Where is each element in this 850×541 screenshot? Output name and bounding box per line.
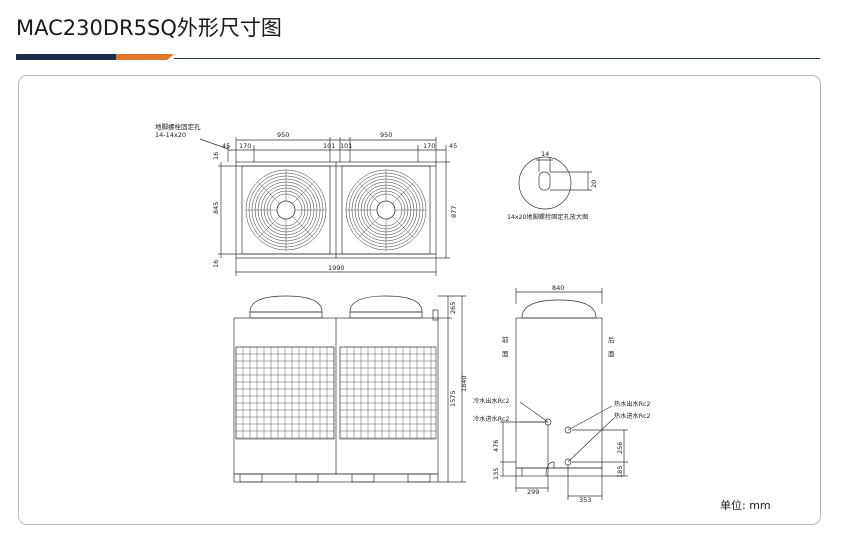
dim-840: 840 bbox=[552, 284, 564, 292]
page-title: MAC230DR5SQ外形尺寸图 bbox=[16, 16, 282, 40]
dim-256: 256 bbox=[616, 442, 624, 454]
side-body bbox=[515, 317, 603, 469]
fan-housing-left bbox=[241, 165, 331, 255]
cap-base-left bbox=[249, 311, 323, 319]
bar-rule-line bbox=[174, 58, 820, 59]
fan-cap-right bbox=[349, 295, 423, 313]
back-label-2: 面 bbox=[608, 350, 615, 358]
bar-navy-segment bbox=[16, 54, 116, 60]
cold-out-label: 冷水出水Rc2 bbox=[473, 397, 509, 405]
slot-hole bbox=[538, 171, 551, 191]
dim-101-a: 101 bbox=[323, 142, 335, 150]
back-label-1: 后 bbox=[608, 335, 615, 344]
dim-299: 299 bbox=[527, 488, 539, 496]
leader-line bbox=[567, 417, 615, 463]
hole-size-label: 14-14x20 bbox=[155, 131, 186, 139]
dim-45-right: 45 bbox=[449, 142, 457, 150]
dim-950-left: 950 bbox=[277, 131, 289, 139]
dim-16-bottom: 16 bbox=[212, 260, 220, 268]
dim-845: 845 bbox=[212, 202, 220, 214]
leader-line bbox=[519, 401, 549, 423]
foot bbox=[351, 473, 375, 483]
side-base bbox=[515, 467, 603, 477]
dim-135: 135 bbox=[492, 468, 500, 480]
dim-1990: 1990 bbox=[328, 264, 345, 272]
side-foot bbox=[521, 461, 555, 477]
front-label-2: 面 bbox=[502, 350, 509, 358]
foot bbox=[407, 473, 431, 483]
hot-out-port bbox=[564, 426, 572, 434]
title-underline-bar bbox=[16, 52, 820, 60]
unit-label: 单位: mm bbox=[720, 499, 771, 512]
dim-101-b: 101 bbox=[340, 142, 352, 150]
fan-housing-right bbox=[341, 165, 431, 255]
hole-leader-line bbox=[199, 138, 229, 150]
bar-orange-segment bbox=[116, 54, 174, 60]
hot-in-label: 热水进水Rc2 bbox=[614, 412, 650, 420]
side-fan-cap bbox=[521, 299, 597, 319]
front-view: 265 1575 1840 bbox=[233, 295, 468, 483]
foot bbox=[239, 473, 263, 483]
foot bbox=[295, 473, 319, 483]
coil-grilles bbox=[235, 346, 437, 440]
dim-950-right: 950 bbox=[380, 131, 392, 139]
detail-view: 14 20 14x20地脚螺栓固定孔放大图 bbox=[507, 150, 598, 221]
detail-circle bbox=[518, 156, 572, 210]
dim-265: 265 bbox=[449, 302, 457, 314]
dim-353: 353 bbox=[579, 496, 591, 504]
fan-cap-left bbox=[249, 295, 323, 313]
dim-185: 185 bbox=[616, 466, 624, 478]
hot-out-label: 热水出水Rc2 bbox=[614, 400, 650, 408]
dim-1840: 1840 bbox=[460, 375, 468, 392]
dim-14: 14 bbox=[541, 150, 549, 158]
dim-170-left: 170 bbox=[239, 142, 251, 150]
coil-mesh bbox=[235, 346, 335, 440]
hole-label: 地脚螺栓固定孔 bbox=[155, 122, 201, 131]
dim-476: 476 bbox=[492, 440, 500, 452]
coil-mesh bbox=[339, 346, 437, 440]
dim-1575: 1575 bbox=[449, 390, 457, 407]
dim-877: 877 bbox=[450, 206, 458, 218]
top-view: 地脚螺栓固定孔 14-14x20 45 170 950 101 101 950 … bbox=[155, 122, 458, 276]
dim-20: 20 bbox=[590, 180, 598, 188]
dim-45-left: 45 bbox=[222, 142, 230, 150]
side-view: 840 前 面 后 面 冷水出水Rc2 冷水进水Rc2 热水出水Rc2 热水进水… bbox=[473, 284, 650, 504]
side-bracket bbox=[432, 309, 439, 321]
front-base bbox=[233, 473, 439, 483]
front-label-1: 前 bbox=[502, 335, 509, 344]
fan-grille bbox=[245, 169, 327, 251]
cap-base-right bbox=[349, 311, 423, 319]
dim-170-right: 170 bbox=[423, 142, 435, 150]
fan-grille bbox=[345, 169, 427, 251]
detail-caption: 14x20地脚螺栓固定孔放大图 bbox=[507, 213, 588, 221]
leader-line bbox=[567, 405, 613, 431]
cold-in-label: 冷水进水Rc2 bbox=[473, 415, 509, 423]
dim-16-top: 16 bbox=[212, 152, 220, 160]
fan-grilles bbox=[245, 169, 427, 251]
